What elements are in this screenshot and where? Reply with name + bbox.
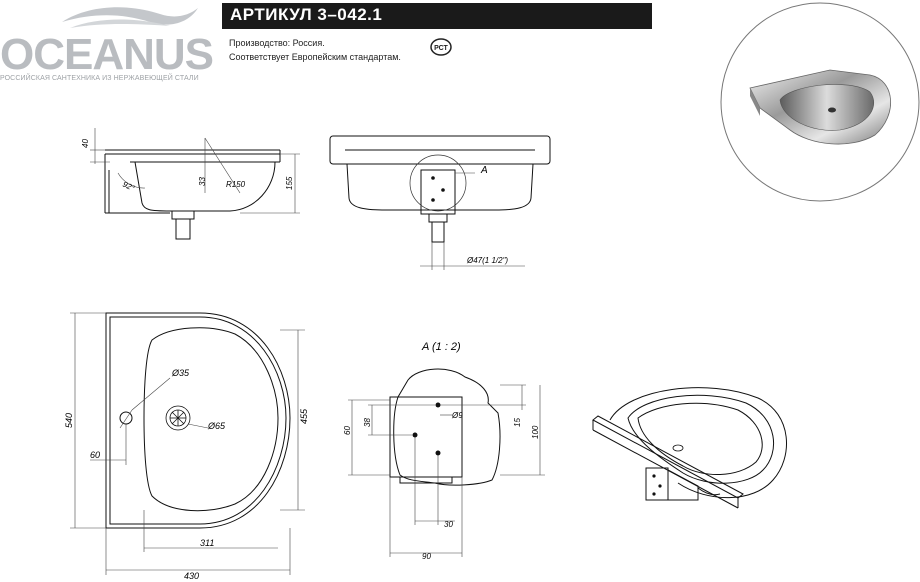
production-info: Производство: Россия. bbox=[229, 38, 325, 48]
dim-detail-60: 60 bbox=[343, 426, 352, 435]
dim-side-total-height: 155 bbox=[285, 176, 294, 190]
dim-detail-15: 15 bbox=[513, 418, 522, 427]
front-view: A Ø47(1 1/2") bbox=[329, 135, 551, 270]
isometric-view bbox=[592, 387, 787, 509]
dim-side-height-top: 40 bbox=[81, 139, 90, 148]
dim-plan-depth-inner: 455 bbox=[299, 408, 309, 424]
dim-plan-hole-offset: 60 bbox=[90, 450, 100, 460]
dim-plan-drain: Ø65 bbox=[207, 421, 226, 431]
dim-detail-hole: Ø9 bbox=[451, 411, 463, 420]
dim-detail-90: 90 bbox=[422, 552, 431, 561]
dim-detail-30: 30 bbox=[444, 520, 453, 529]
logo-swoosh bbox=[62, 7, 198, 28]
logo-tagline: РОССИЙСКАЯ САНТЕХНИКА ИЗ НЕРЖАВЕЮЩЕЙ СТА… bbox=[0, 75, 199, 82]
cert-mark-text: РСТ bbox=[434, 45, 448, 52]
plan-view: 540 455 Ø35 Ø65 60 311 430 bbox=[64, 312, 309, 581]
article-title: АРТИКУЛ 3–042.1 bbox=[230, 5, 383, 24]
dim-side-radius: R150 bbox=[226, 180, 246, 189]
dim-plan-width-total: 540 bbox=[64, 413, 74, 428]
dim-drain-diameter: Ø47(1 1/2") bbox=[466, 256, 508, 265]
product-photo bbox=[720, 2, 920, 202]
certification-mark-icon: РСТ bbox=[430, 38, 452, 56]
dim-detail-100: 100 bbox=[531, 425, 540, 439]
detail-title: A (1 : 2) bbox=[421, 341, 461, 353]
dim-plan-hole: Ø35 bbox=[171, 368, 190, 378]
logo-name: OCEANUS bbox=[0, 30, 214, 79]
dim-side-depth: 33 bbox=[198, 177, 207, 186]
title-bar bbox=[222, 3, 652, 29]
detail-callout-label: A bbox=[480, 165, 488, 176]
side-section-view: 40 92° 33 R150 155 bbox=[81, 128, 300, 240]
detail-a-view: A (1 : 2) 60 38 Ø9 15 100 30 90 bbox=[343, 341, 545, 561]
dim-plan-inner-length: 311 bbox=[200, 538, 214, 548]
dim-plan-total-length: 430 bbox=[184, 571, 199, 581]
dim-side-angle: 92° bbox=[121, 180, 136, 194]
dim-detail-38: 38 bbox=[363, 418, 372, 427]
standards-info: Соответствует Европейским стандартам. bbox=[229, 52, 401, 62]
